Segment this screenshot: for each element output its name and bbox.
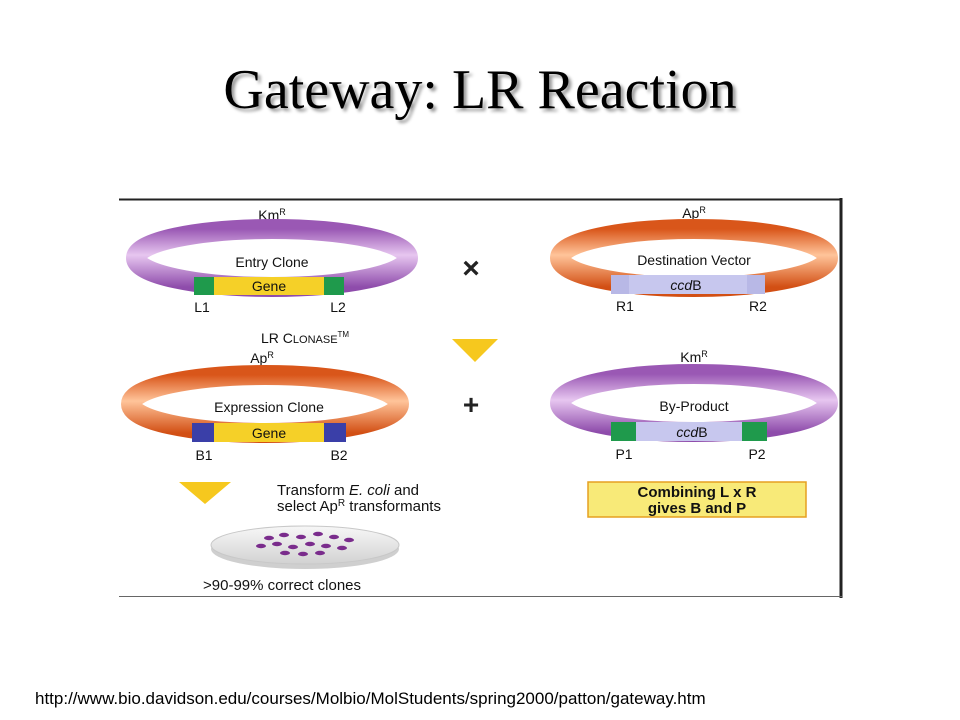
destination-vector-right-site: R2 (749, 298, 767, 314)
entry-clone-plasmid: KmR Entry Clone Gene L1 L2 (126, 207, 418, 315)
transform-arrow-icon (179, 482, 231, 504)
entry-clone-right-site: L2 (330, 299, 346, 315)
lr-clonase-label: LR CLONASETM (261, 330, 349, 346)
result-text: >90-99% correct clones (203, 577, 361, 594)
note-box-frame (587, 481, 807, 518)
source-url: http://www.bio.davidson.edu/courses/Molb… (35, 689, 706, 708)
by-product-plasmid: KmR By-Product ccdB P1 P2 (550, 349, 838, 462)
by-product-name: By-Product (659, 398, 728, 414)
entry-clone-name: Entry Clone (235, 254, 308, 270)
destination-vector-ccdb-label: ccdB (670, 277, 701, 293)
entry-clone-resistance: KmR (258, 207, 286, 223)
expression-clone-resistance: ApR (250, 350, 274, 366)
by-product-site-p1 (611, 422, 636, 441)
by-product-left-site: P1 (615, 446, 632, 462)
note-box: Combining L x R gives B and P (587, 481, 807, 518)
colony (321, 543, 331, 549)
plus-symbol: + (463, 389, 479, 420)
expression-clone-site-b1 (192, 423, 214, 442)
by-product-site-p2 (742, 422, 767, 441)
colony (298, 551, 308, 557)
entry-clone-gene-label: Gene (252, 278, 286, 294)
times-symbol: × (462, 252, 480, 285)
colony (315, 550, 325, 556)
by-product-ccdb (636, 422, 742, 441)
colony (288, 544, 298, 550)
by-product-right-site: P2 (748, 446, 765, 462)
destination-vector-plasmid: ApR Destination Vector ccdB R1 R2 (550, 205, 838, 314)
destination-vector-resistance: ApR (682, 205, 706, 221)
by-product-ccdb-label: ccdB (676, 424, 707, 440)
note-line-1: Combining L x R (638, 484, 757, 501)
colony (279, 532, 289, 538)
destination-vector-name: Destination Vector (637, 252, 751, 268)
destination-vector-ccdb (629, 275, 747, 294)
colony (344, 537, 354, 543)
colony (337, 545, 347, 551)
lr-reaction-figure: KmR Entry Clone Gene L1 L2 × ApR Destina… (119, 198, 843, 598)
expression-clone-left-site: B1 (195, 447, 212, 463)
entry-clone-gene (214, 277, 324, 295)
transform-line-1: Transform E. coli and (277, 482, 419, 499)
expression-clone-right-site: B2 (330, 447, 347, 463)
destination-vector-site-r2 (747, 275, 765, 294)
colony (256, 543, 266, 549)
colony (329, 534, 339, 540)
entry-clone-left-site: L1 (194, 299, 210, 315)
entry-clone-site-l2 (324, 277, 344, 295)
colony (296, 534, 306, 540)
colonies (256, 531, 354, 557)
petri-dish-icon (210, 525, 400, 569)
colony (264, 535, 274, 541)
expression-clone-gene-label: Gene (252, 425, 286, 441)
by-product-resistance: KmR (680, 349, 708, 365)
colony (272, 541, 282, 547)
colony (280, 550, 290, 556)
colony (313, 531, 323, 537)
slide-title: Gateway: LR Reaction (223, 59, 737, 121)
transform-line-2: select ApR transformants (277, 498, 441, 515)
expression-clone-gene (214, 423, 324, 442)
expression-clone-name: Expression Clone (214, 399, 324, 415)
petri-dish-plate (210, 525, 400, 565)
destination-vector-left-site: R1 (616, 298, 634, 314)
expression-clone-plasmid: ApR Expression Clone Gene B1 B2 (121, 350, 409, 463)
note-line-2: gives B and P (648, 500, 746, 517)
destination-vector-site-r1 (611, 275, 629, 294)
colony (305, 541, 315, 547)
down-arrow-icon (452, 339, 498, 362)
expression-clone-site-b2 (324, 423, 346, 442)
entry-clone-site-l1 (194, 277, 214, 295)
